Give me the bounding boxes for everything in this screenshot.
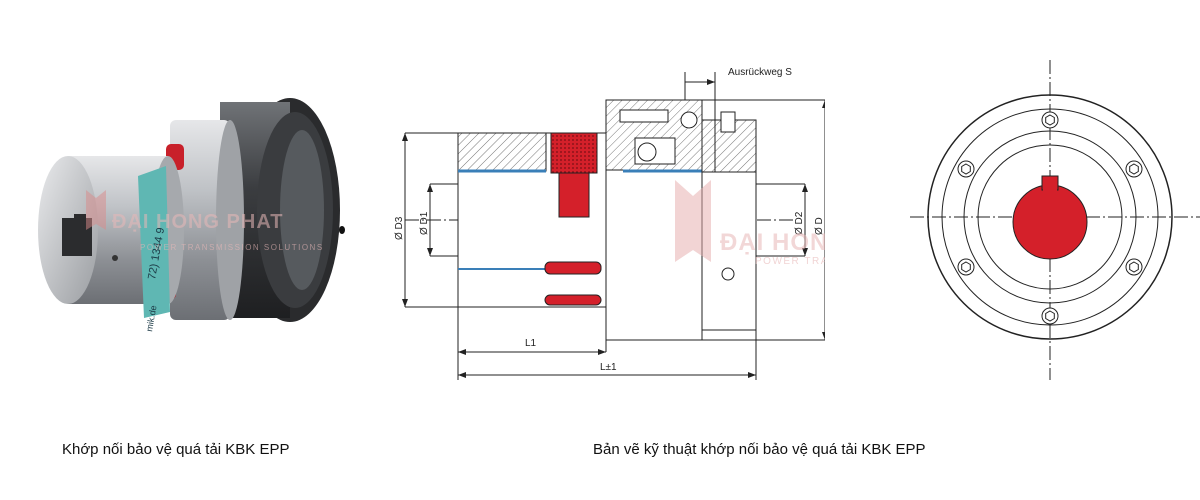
- elastomer-knurl: [550, 132, 598, 174]
- end-view-outer-circle: [927, 94, 1173, 340]
- drawing-watermark-brand: ĐẠI HONG PHAT: [720, 229, 825, 256]
- end-view-flange-circle: [941, 108, 1159, 326]
- label-ausruckweg: Ausrückweg S: [728, 67, 792, 78]
- label-l1: L1: [525, 338, 537, 349]
- label-d2: Ø D2: [794, 211, 805, 235]
- label-d1: Ø D1: [419, 211, 430, 235]
- end-view-bore: [1012, 175, 1088, 260]
- end-view-bolt-circle: [963, 130, 1137, 304]
- photo-watermark: ĐẠI HONG PHAT POWER TRANSMISSION SOLUTIO…: [86, 190, 324, 252]
- caption-product-photo: Khớp nối bảo vệ quá tải KBK EPP: [62, 441, 290, 458]
- photo-watermark-tagline: POWER TRANSMISSION SOLUTIONS: [140, 243, 324, 252]
- photo-label-text-2: mik.de: [144, 304, 158, 332]
- technical-drawing: Ausrückweg S Ø D3 Ø D1 Ø D2 Ø D L1 L±1 Đ…: [375, 50, 973, 390]
- product-photo: 72) 1344 9 mik.de ĐẠI HONG PHAT POWER TR…: [20, 80, 360, 360]
- hub-section-top: [457, 132, 547, 172]
- end-view-drawing: [910, 60, 1200, 380]
- label-d: Ø D: [814, 217, 825, 235]
- drawing-watermark-tagline: POWER TRANSMISSION SOLUTIONS: [755, 256, 825, 267]
- end-view-inner-circle: [977, 144, 1123, 290]
- caption-technical-drawing: Bản vẽ kỹ thuật khớp nối bảo vệ quá tải …: [593, 441, 926, 458]
- elastomer-ring-1: [544, 261, 602, 275]
- photo-label-band: 72) 1344 9 mik.de: [138, 166, 170, 332]
- photo-flange: [170, 120, 244, 320]
- photo-watermark-brand: ĐẠI HONG PHAT: [112, 211, 284, 233]
- elastomer-ring-2: [544, 294, 602, 306]
- end-view-bolts: [957, 111, 1143, 325]
- elastomer-block: [558, 172, 590, 218]
- label-l: L±1: [600, 362, 617, 373]
- label-d3: Ø D3: [394, 216, 405, 240]
